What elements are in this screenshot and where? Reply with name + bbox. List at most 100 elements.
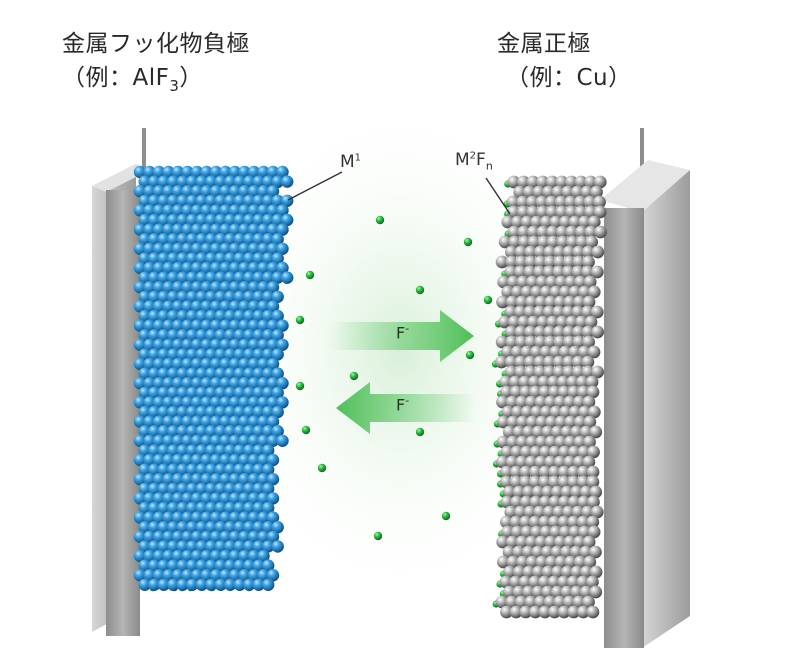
anode-atom xyxy=(252,309,265,323)
anode-atom xyxy=(233,175,246,188)
free-fluoride-ion xyxy=(317,463,327,473)
cathode-atom xyxy=(523,355,537,369)
cathode-atom xyxy=(506,555,520,569)
cathode-atom xyxy=(584,225,598,239)
anode-atom xyxy=(143,261,156,275)
anode-atom xyxy=(262,233,275,246)
anode-atom xyxy=(228,357,242,371)
anode-atom xyxy=(238,300,251,313)
cathode-atom xyxy=(504,305,518,319)
cathode-atom xyxy=(508,235,522,249)
anode-atom xyxy=(219,242,232,255)
anode-atom xyxy=(186,521,199,534)
cathode-atom xyxy=(539,495,552,509)
anode-atom xyxy=(238,492,251,505)
anode-atom xyxy=(281,175,294,188)
cathode-atom xyxy=(512,485,526,499)
cathode-atom xyxy=(516,415,529,429)
cathode-atom xyxy=(548,495,562,509)
anode-atom xyxy=(157,386,170,399)
cathode-atom xyxy=(505,395,519,409)
cathode-atom xyxy=(524,395,538,409)
anode-atom xyxy=(133,434,147,447)
anode-atom xyxy=(214,290,227,303)
anode-atom xyxy=(219,453,232,467)
cathode-atom xyxy=(572,325,585,339)
cathode-atom xyxy=(545,555,558,569)
anode-atom xyxy=(238,396,251,409)
anode-atom xyxy=(257,357,270,371)
anode-atom xyxy=(195,559,208,572)
cathode-atom xyxy=(586,515,600,529)
cathode-atom xyxy=(589,545,602,559)
cathode-atom xyxy=(593,195,606,209)
anode-atom xyxy=(243,501,256,515)
anode-atom xyxy=(228,242,242,255)
anode-atom xyxy=(224,233,237,246)
cathode-atom xyxy=(502,545,516,559)
anode-atom xyxy=(205,175,218,188)
cathode-atom xyxy=(530,405,544,419)
anode-atom xyxy=(247,434,261,447)
anode-atom xyxy=(247,319,261,332)
cathode-atom xyxy=(537,375,551,389)
cathode-atom xyxy=(505,295,519,309)
anode-atom xyxy=(148,501,161,515)
anode-atom xyxy=(190,223,204,236)
anode-atom xyxy=(247,549,261,563)
anode-atom xyxy=(195,425,208,438)
anode-atom xyxy=(162,396,175,409)
anode-atom xyxy=(233,578,246,591)
cathode-atom xyxy=(514,365,528,379)
anode-atom xyxy=(157,444,170,457)
cathode-atom xyxy=(511,215,524,229)
cathode-atom xyxy=(557,385,571,399)
cathode-atom xyxy=(501,525,515,539)
cathode-atom xyxy=(515,395,529,409)
cathode-atom xyxy=(546,225,559,239)
anode-atom xyxy=(181,569,194,582)
cathode-atom xyxy=(546,315,559,329)
anode-atom xyxy=(262,386,275,399)
anode-atom xyxy=(238,530,251,543)
anode-atom xyxy=(247,492,261,505)
anode-atom xyxy=(200,300,213,313)
cathode-atom xyxy=(562,355,576,369)
anode-atom xyxy=(148,386,161,399)
anode-atom xyxy=(276,242,289,255)
anode-atom xyxy=(243,482,256,495)
cathode-atom xyxy=(548,445,562,459)
cathode-atom xyxy=(532,185,546,199)
anode-atom xyxy=(271,540,284,553)
anode-atom xyxy=(252,444,265,457)
anode-atom xyxy=(205,233,218,246)
anode-atom xyxy=(157,463,170,476)
cathode-atom xyxy=(498,235,512,249)
anode-atom xyxy=(181,377,194,390)
cathode-atom xyxy=(582,455,596,469)
cathode-atom xyxy=(594,225,607,239)
cathode-atom xyxy=(572,245,585,259)
anode-atom xyxy=(176,540,189,553)
cathode-atom xyxy=(504,325,518,339)
anode-atom xyxy=(176,405,189,419)
cathode-atom xyxy=(526,205,540,219)
cathode-atom xyxy=(532,565,545,579)
cathode-atom xyxy=(520,525,534,539)
anode-atom xyxy=(176,425,189,438)
anode-atom xyxy=(209,338,223,351)
anode-atom xyxy=(148,348,161,361)
anode-atom xyxy=(133,492,147,505)
cathode-atom xyxy=(573,435,587,449)
cathode-atom xyxy=(555,175,569,189)
cathode-atom xyxy=(543,355,556,369)
cathode-atom xyxy=(542,505,556,519)
anode-atom xyxy=(186,444,199,457)
anode-atom xyxy=(157,194,170,207)
anode-atom xyxy=(266,530,280,543)
anode-atom xyxy=(205,501,218,515)
anode-atom xyxy=(157,271,170,284)
anode-atom xyxy=(186,194,199,207)
anode-atom xyxy=(167,425,180,438)
anode-atom xyxy=(243,367,256,380)
